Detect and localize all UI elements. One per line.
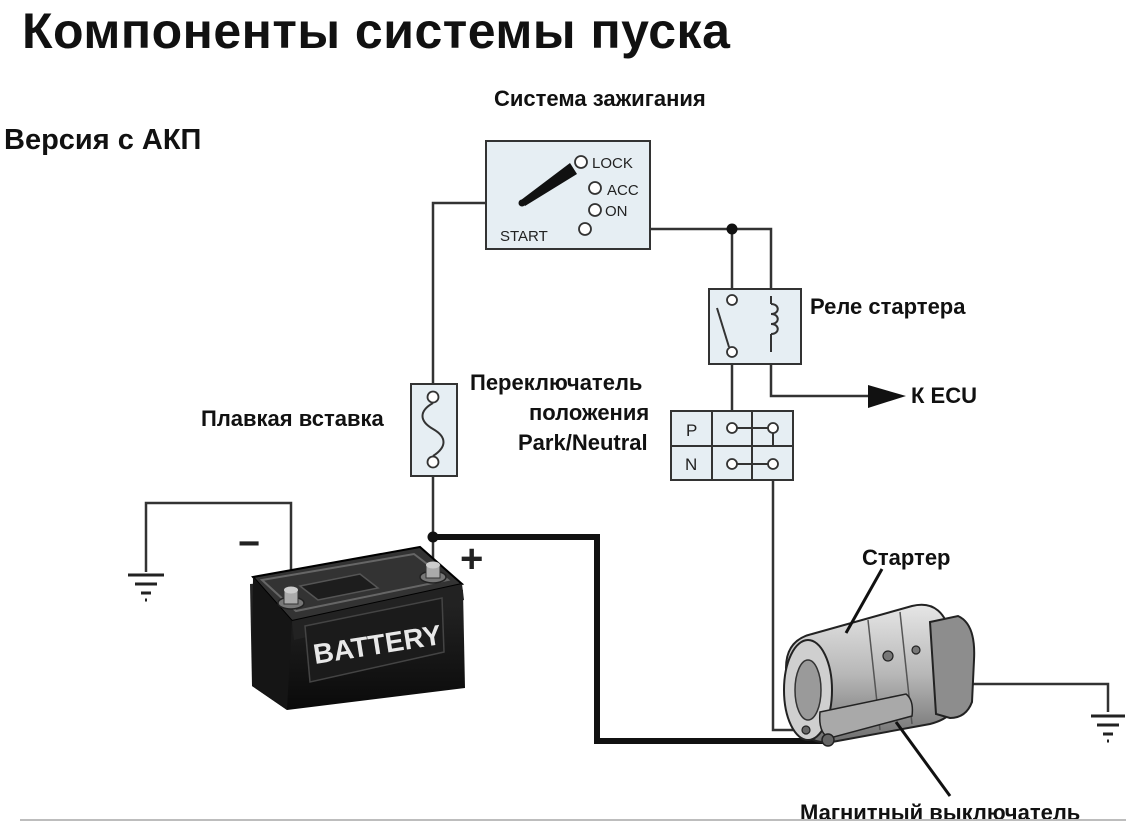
terminal-acc-icon <box>588 181 602 195</box>
junction-dot <box>427 531 439 543</box>
wire-negative-ground <box>144 501 293 595</box>
page-title: Компоненты системы пуска <box>22 3 731 59</box>
starter-leader-line <box>844 568 884 634</box>
solenoid-leader-line <box>894 721 952 797</box>
fuse-label: Плавкая вставка <box>201 406 384 431</box>
terminal-start-icon <box>578 222 592 236</box>
battery-plus: + <box>460 537 483 581</box>
relay-coil-icon <box>770 303 779 335</box>
starter-relay <box>708 288 802 365</box>
battery-minus: − <box>238 523 260 565</box>
ground-icon <box>1091 714 1125 743</box>
pn-label-line1: Переключатель <box>470 370 643 395</box>
pn-label-line3: Park/Neutral <box>518 430 648 455</box>
ground-icon <box>128 573 164 602</box>
switch-acc: ACC <box>607 182 639 199</box>
solenoid-terminal-icon <box>821 733 835 747</box>
ignition-label: Система зажигания <box>494 86 706 111</box>
relay-label: Реле стартера <box>810 294 966 319</box>
ecu-arrow-icon <box>868 385 906 408</box>
ecu-label: К ECU <box>911 383 977 408</box>
relay-contact-icon <box>716 307 730 348</box>
wire-junction-coil <box>732 227 773 290</box>
battery: BATTERY − + <box>238 523 483 710</box>
page-subtitle: Версия с АКП <box>4 124 202 156</box>
wire-coil-ecu <box>769 352 870 398</box>
wire-starter-ground <box>968 682 1110 712</box>
terminal-lock-icon <box>574 155 588 169</box>
switch-start: START <box>500 228 548 245</box>
starter-motor <box>783 603 976 747</box>
switch-lock: LOCK <box>592 155 633 172</box>
junction-dot <box>726 223 738 235</box>
battery-cable <box>433 534 830 744</box>
wire-pn-starter <box>771 464 800 732</box>
switch-on: ON <box>605 203 628 220</box>
starter-label: Стартер <box>862 545 951 570</box>
fuse-element-icon <box>421 402 445 457</box>
fusible-link <box>410 383 458 477</box>
park-neutral-switch: P N <box>670 410 794 481</box>
pn-label-line2: положения <box>529 400 650 425</box>
pn-n: N <box>685 455 697 474</box>
terminal-on-icon <box>588 203 602 217</box>
pn-p: P <box>686 421 697 440</box>
ignition-switch: LOCK ACC ON START <box>485 140 651 250</box>
control-wiring <box>144 201 1110 732</box>
key-lever-icon <box>521 163 577 206</box>
